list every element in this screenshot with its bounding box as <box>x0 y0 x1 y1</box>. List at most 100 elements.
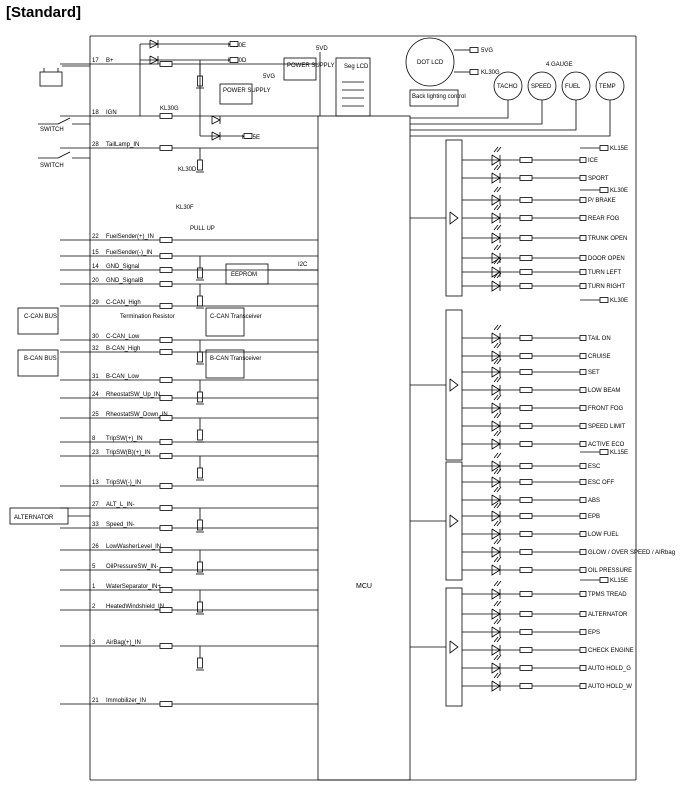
gauge-title: 4 GAUGE <box>546 62 573 68</box>
led-icon <box>491 528 501 540</box>
indicator-row: EPB <box>462 502 600 522</box>
group-net-label: KL30E <box>610 298 628 304</box>
pin-row: 21 Immobilizer_IN <box>60 698 318 707</box>
indicator-label: AUTO HOLD_W <box>588 684 632 690</box>
indicator-label: ACTIVE ECO <box>588 442 625 448</box>
pin-label: B-CAN_High <box>106 346 140 352</box>
pin-label: B+ <box>106 58 114 64</box>
pin-number: 29 <box>92 300 99 306</box>
group-net-label: KL15E <box>610 450 628 456</box>
indicator-row: REAR FOG <box>462 204 620 224</box>
alternator-block: ALTERNATOR <box>9 507 90 525</box>
indicator-row: ABS <box>462 486 600 506</box>
indicator-row: ICE <box>462 146 598 166</box>
led-icon <box>491 662 501 674</box>
indicator-row: EPS <box>462 618 600 638</box>
pin-number: 18 <box>92 110 99 116</box>
pin-label: C-CAN_High <box>106 300 141 306</box>
svg-text:ALTERNATOR: ALTERNATOR <box>14 515 54 521</box>
indicator-label: FRONT FOG <box>588 406 624 412</box>
indicator-label: P/ BRAKE <box>588 198 616 204</box>
indicator-label: REAR FOG <box>588 216 620 222</box>
led-icon <box>491 420 501 432</box>
indicator-row: ESC OFF <box>462 468 614 488</box>
pin-row: 29 C-CAN_High <box>60 300 318 309</box>
pin-number: 1 <box>92 584 96 590</box>
indicator-label: EPB <box>588 514 600 520</box>
pin-label: GND_Signal <box>106 264 139 270</box>
svg-text:EEPROM: EEPROM <box>231 272 257 278</box>
pin-number: 33 <box>92 522 99 528</box>
led-icon <box>491 608 501 620</box>
pin-number: 21 <box>92 698 99 704</box>
pin-number: 5 <box>92 564 96 570</box>
svg-text:POWER SUPPLY: POWER SUPPLY <box>223 88 271 94</box>
pin-number: 2 <box>92 604 96 610</box>
pin-number: 27 <box>92 502 99 508</box>
indicator-label: GLOW / OVER SPEED / AIRbag <box>588 550 675 556</box>
gauge-label: SPEED <box>531 84 552 90</box>
indicator-row: P/ BRAKE <box>462 186 616 206</box>
indicator-row: ACTIVE ECO <box>462 430 625 450</box>
pin-row: 33 Speed_IN- <box>60 522 318 531</box>
indicator-label: TPMS TREAD <box>588 592 627 598</box>
gauge-label: TEMP <box>599 84 616 90</box>
led-icon <box>491 172 501 184</box>
led-icon <box>491 266 501 278</box>
indicator-row: CHECK ENGINE <box>462 636 634 656</box>
gauge-label: FUEL <box>565 84 581 90</box>
svg-text:B-CAN Transceiver: B-CAN Transceiver <box>210 356 261 362</box>
pin-number: 24 <box>92 392 99 398</box>
svg-text:I2C: I2C <box>298 262 308 268</box>
battery-icon <box>39 65 90 87</box>
pin-label: TripSW(B)(+)_IN <box>106 450 151 456</box>
pin-label: C-CAN_Low <box>106 334 140 340</box>
indicator-row: CRUISE <box>462 342 611 362</box>
led-icon <box>491 280 501 292</box>
net-5vg-top: 5VG <box>263 74 275 80</box>
pin-number: 25 <box>92 412 99 418</box>
svg-text:C-CAN BUS: C-CAN BUS <box>24 314 57 320</box>
pin-label: FuelSender(-)_IN <box>106 250 152 256</box>
pin-label: RheostatSW_Down_IN <box>106 412 168 418</box>
pin-label: Immobilizer_IN <box>106 698 146 704</box>
driver-block <box>445 461 463 581</box>
indicator-row: GLOW / OVER SPEED / AIRbag <box>462 538 675 558</box>
switch-label-1: SWITCH <box>40 127 64 133</box>
indicator-label: TURN RIGHT <box>588 284 625 290</box>
svg-text:5VG: 5VG <box>481 48 493 54</box>
termination-block: Termination Resistor <box>120 314 175 320</box>
net-kl30d-mid: KL30D <box>178 167 197 173</box>
led-icon <box>491 384 501 396</box>
led-icon <box>491 644 501 656</box>
led-icon <box>491 494 501 506</box>
pin-label: ALT_L_IN- <box>106 502 135 508</box>
indicator-row: LOW FUEL <box>462 520 619 540</box>
pin-label: FuelSender(+)_IN <box>106 234 154 240</box>
svg-text:Seg LCD: Seg LCD <box>344 64 369 70</box>
power-supply-1: POWER SUPPLY <box>283 57 335 81</box>
indicator-label: OIL PRESSURE <box>588 568 632 574</box>
led-icon <box>491 252 501 264</box>
indicator-label: CRUISE <box>588 354 611 360</box>
pin-label: Speed_IN- <box>106 522 135 528</box>
bcan-transceiver-block: B-CAN Transceiver <box>205 349 261 379</box>
pull-up-label: PULL UP <box>190 226 215 232</box>
pin-number: 30 <box>92 334 99 340</box>
svg-text:POWER SUPPLY: POWER SUPPLY <box>287 63 335 69</box>
backlight-block: Back lighting control <box>409 89 466 107</box>
svg-text:Back lighting control: Back lighting control <box>412 94 466 100</box>
indicator-row: TRUNK OPEN <box>462 224 627 244</box>
pin-label: B-CAN_Low <box>106 374 140 380</box>
indicator-row: AUTO HOLD_W <box>462 672 632 692</box>
